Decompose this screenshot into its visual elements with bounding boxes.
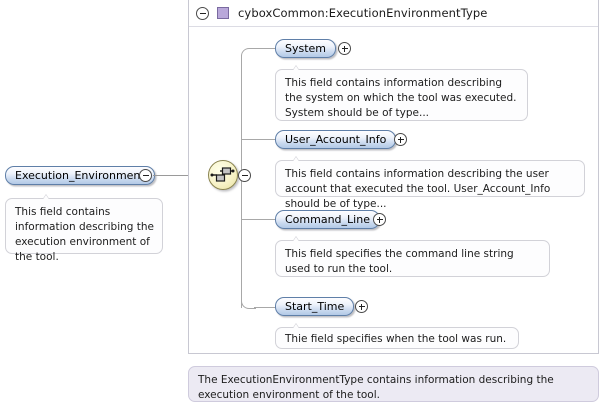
sequence-compositor-icon — [210, 167, 235, 182]
bubble-notch-inner — [292, 155, 301, 161]
element-box-start-time[interactable]: Start_Time — [275, 297, 355, 316]
sequence-compositor[interactable] — [208, 160, 238, 190]
element-box-user-account-info[interactable]: User_Account_Info — [275, 130, 397, 149]
annotation-text-system: This field contains information describi… — [285, 77, 517, 119]
tree-branch-start-time — [254, 307, 276, 308]
panel-title: cyboxCommon:ExecutionEnvironmentType — [238, 6, 488, 20]
annotation-bubble-system: This field contains information describi… — [275, 65, 528, 121]
bubble-notch-inner — [292, 235, 301, 241]
root-element-label: Execution_Environment — [15, 169, 145, 182]
tree-elbow-bottom — [241, 300, 256, 309]
element-label-command-line: Command_Line — [285, 213, 370, 226]
bubble-notch-inner — [292, 64, 301, 70]
tree-branch-system — [254, 48, 276, 49]
tree-branch-command-line — [241, 219, 276, 220]
element-label-start-time: Start_Time — [285, 300, 345, 313]
connector-root-to-compositor — [153, 175, 209, 176]
complex-type-swatch-icon — [217, 7, 229, 19]
annotation-text-start-time: Thie field specifies when the tool was r… — [285, 333, 507, 345]
root-annotation-text: This field contains information describi… — [15, 206, 155, 263]
tree-branch-user-account-info — [241, 139, 276, 140]
expand-icon-user-account-info[interactable] — [394, 133, 407, 146]
annotation-bubble-command-line: This field specifies the command line st… — [275, 236, 550, 277]
annotation-bubble-start-time: Thie field specifies when the tool was r… — [275, 323, 519, 349]
tree-elbow-top — [241, 48, 256, 57]
type-description-text: The ExecutionEnvironmentType contains in… — [198, 374, 554, 401]
annotation-text-user-account-info: This field contains information describi… — [285, 168, 551, 210]
bubble-notch-inner — [42, 193, 51, 199]
expand-icon-system[interactable] — [338, 42, 351, 55]
root-collapse-icon[interactable] — [139, 169, 152, 182]
element-label-system: System — [285, 42, 327, 55]
annotation-bubble-user-account-info: This field contains information describi… — [275, 156, 585, 210]
element-box-command-line[interactable]: Command_Line — [275, 210, 380, 229]
root-annotation-bubble: This field contains information describi… — [5, 194, 163, 263]
element-label-user-account-info: User_Account_Info — [285, 133, 387, 146]
root-element-box[interactable]: Execution_Environment — [5, 166, 155, 185]
bubble-notch-inner — [292, 322, 301, 328]
compositor-collapse-icon[interactable] — [238, 169, 251, 182]
type-description-bubble: The ExecutionEnvironmentType contains in… — [188, 366, 599, 402]
panel-collapse-icon[interactable] — [196, 6, 209, 20]
annotation-text-command-line: This field specifies the command line st… — [285, 248, 514, 275]
expand-icon-start-time[interactable] — [355, 300, 368, 313]
panel-header: cyboxCommon:ExecutionEnvironmentType — [189, 0, 598, 27]
type-panel: cyboxCommon:ExecutionEnvironmentType Sys… — [188, 0, 599, 354]
expand-icon-command-line[interactable] — [373, 213, 386, 226]
element-box-system[interactable]: System — [275, 39, 337, 58]
